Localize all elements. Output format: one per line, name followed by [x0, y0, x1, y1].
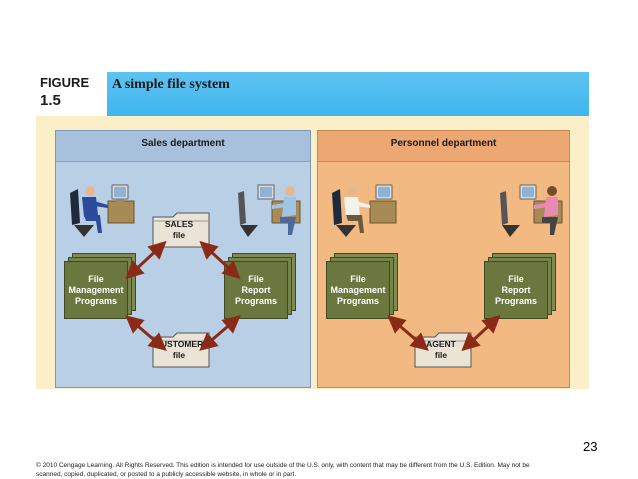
figure-label-box: FIGURE 1.5 — [36, 72, 107, 116]
personnel-department-title: Personnel department — [390, 138, 497, 149]
sales-file-word: file — [172, 230, 186, 240]
double-arrow-icon — [199, 315, 241, 351]
program-label-line: File — [88, 273, 104, 284]
program-label-line: File — [508, 273, 524, 284]
program-label-line: File — [248, 273, 264, 284]
program-label: File Management Programs — [327, 262, 389, 318]
customer-file-label: CUSTOMER file — [151, 339, 207, 361]
sales-file-label: SALES file — [151, 219, 207, 241]
program-label-line: File — [350, 273, 366, 284]
program-label: File Report Programs — [225, 262, 287, 318]
sales-file-folder: SALES file — [151, 211, 211, 249]
personnel-department-panel: Personnel department — [317, 130, 570, 388]
customer-file-word: file — [172, 350, 186, 360]
program-label: File Report Programs — [485, 262, 547, 318]
agent-file-label: AGENT file — [413, 339, 469, 361]
computer-user-icon — [332, 184, 397, 237]
sales-department-panel: Sales department — [55, 130, 311, 388]
program-label-line: Management — [330, 284, 386, 295]
program-card: File Report Programs — [484, 261, 548, 319]
personnel-file-management-programs: File Management Programs — [326, 253, 398, 319]
sales-file-name: SALES — [164, 219, 194, 229]
program-label: File Management Programs — [65, 262, 127, 318]
program-card: File Management Programs — [326, 261, 390, 319]
sales-arrows — [125, 240, 241, 351]
figure-label-word: FIGURE — [40, 75, 90, 90]
program-label-line: Report — [241, 284, 271, 295]
personnel-arrows — [387, 314, 501, 352]
program-label-line: Programs — [494, 295, 538, 306]
personnel-department-bar: Personnel department — [318, 131, 569, 162]
computer-user-icon — [238, 184, 301, 237]
computer-user-icon — [500, 184, 563, 237]
double-arrow-icon — [461, 314, 501, 352]
double-arrow-icon — [199, 240, 241, 280]
double-arrow-icon — [125, 240, 167, 280]
double-arrow-icon — [125, 315, 167, 351]
personnel-file-report-programs: File Report Programs — [484, 253, 556, 319]
page-number: 23 — [583, 439, 598, 454]
program-label-line: Programs — [74, 295, 118, 306]
program-label-line: Programs — [336, 295, 380, 306]
program-label-line: Programs — [234, 295, 278, 306]
double-arrow-icon — [387, 315, 429, 351]
agent-file-word: file — [434, 350, 448, 360]
header-band — [106, 72, 589, 116]
figure-header: FIGURE 1.5 A simple file system — [36, 72, 589, 116]
customer-file-name: CUSTOMER — [154, 339, 204, 349]
computer-user-icon — [70, 184, 135, 237]
figure-title: A simple file system — [112, 77, 230, 92]
figure-panel: FIGURE 1.5 A simple file system Sales de… — [36, 72, 589, 389]
program-label-line: Report — [501, 284, 531, 295]
copyright-notice: © 2010 Cengage Learning. All Rights Rese… — [36, 462, 530, 478]
sales-department-bar: Sales department — [56, 131, 310, 162]
sales-department-title: Sales department — [141, 138, 225, 149]
figure-label-number: 1.5 — [40, 92, 61, 109]
program-card: File Management Programs — [64, 261, 128, 319]
program-label-line: Management — [68, 284, 124, 295]
sales-file-management-programs: File Management Programs — [64, 253, 136, 319]
agent-file-name: AGENT — [426, 339, 456, 349]
